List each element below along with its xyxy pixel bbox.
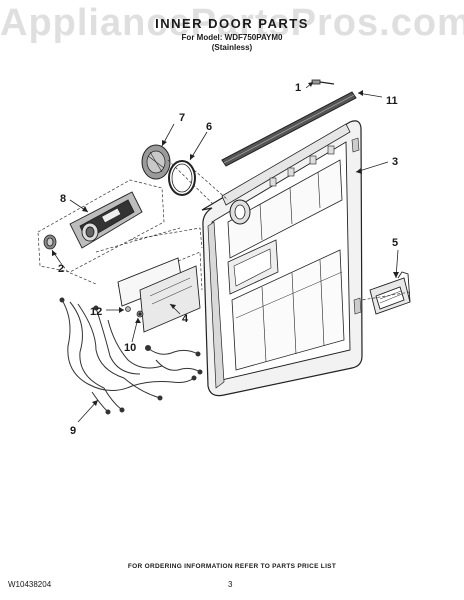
- callout-7: 7: [179, 112, 185, 124]
- inner-door-panel: [201, 120, 363, 397]
- page-title: INNER DOOR PARTS: [155, 16, 309, 31]
- model-line: For Model: WDF750PAYM0: [181, 33, 283, 42]
- control-board: [117, 257, 201, 333]
- exploded-view-guides: [37, 159, 411, 301]
- callout-10: 10: [124, 342, 136, 354]
- dispenser: [69, 191, 143, 249]
- callout-3: 3: [392, 156, 398, 168]
- finish-line: (Stainless): [211, 43, 253, 52]
- screw: [311, 79, 335, 85]
- board-screws: [125, 306, 144, 318]
- callout-2: 2: [58, 263, 64, 275]
- callout-8: 8: [60, 193, 66, 205]
- leader-arrowheads: [52, 82, 399, 406]
- wire-harness: [59, 297, 203, 415]
- callout-4: 4: [182, 313, 189, 325]
- callout-12: 12: [90, 306, 102, 318]
- dispenser-knob: [43, 234, 57, 250]
- callout-11: 11: [386, 95, 398, 107]
- callout-9: 9: [70, 425, 76, 437]
- callout-1: 1: [295, 82, 301, 94]
- callout-5: 5: [392, 237, 398, 249]
- door-top-strip: [221, 91, 357, 167]
- ordering-note: FOR ORDERING INFORMATION REFER TO PARTS …: [127, 563, 337, 570]
- cap-gasket: [168, 160, 196, 196]
- callout-6: 6: [206, 121, 212, 133]
- dispenser-cap: [141, 144, 171, 180]
- vent-assembly: [369, 271, 411, 315]
- title-block: INNER DOOR PARTS For Model: WDF750PAYM0 …: [0, 16, 464, 52]
- page-number: 3: [228, 580, 233, 589]
- document-id: W10438204: [8, 580, 52, 589]
